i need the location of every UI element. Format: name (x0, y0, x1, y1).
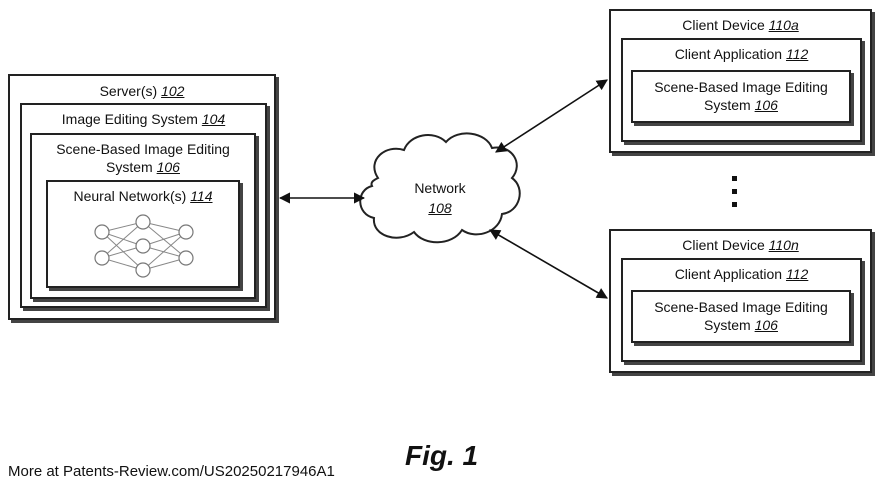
more-clients-ellipsis-icon (732, 176, 737, 207)
network-ref: 108 (400, 198, 480, 218)
figure-caption: Fig. 1 (405, 440, 478, 472)
network-client-n-arrow (490, 230, 607, 298)
network-label: Network 108 (400, 178, 480, 218)
network-client-a-arrow (496, 80, 607, 152)
source-note: More at Patents-Review.com/US20250217946… (8, 463, 335, 480)
neural-network-icon (95, 215, 193, 277)
network-title: Network (400, 178, 480, 198)
